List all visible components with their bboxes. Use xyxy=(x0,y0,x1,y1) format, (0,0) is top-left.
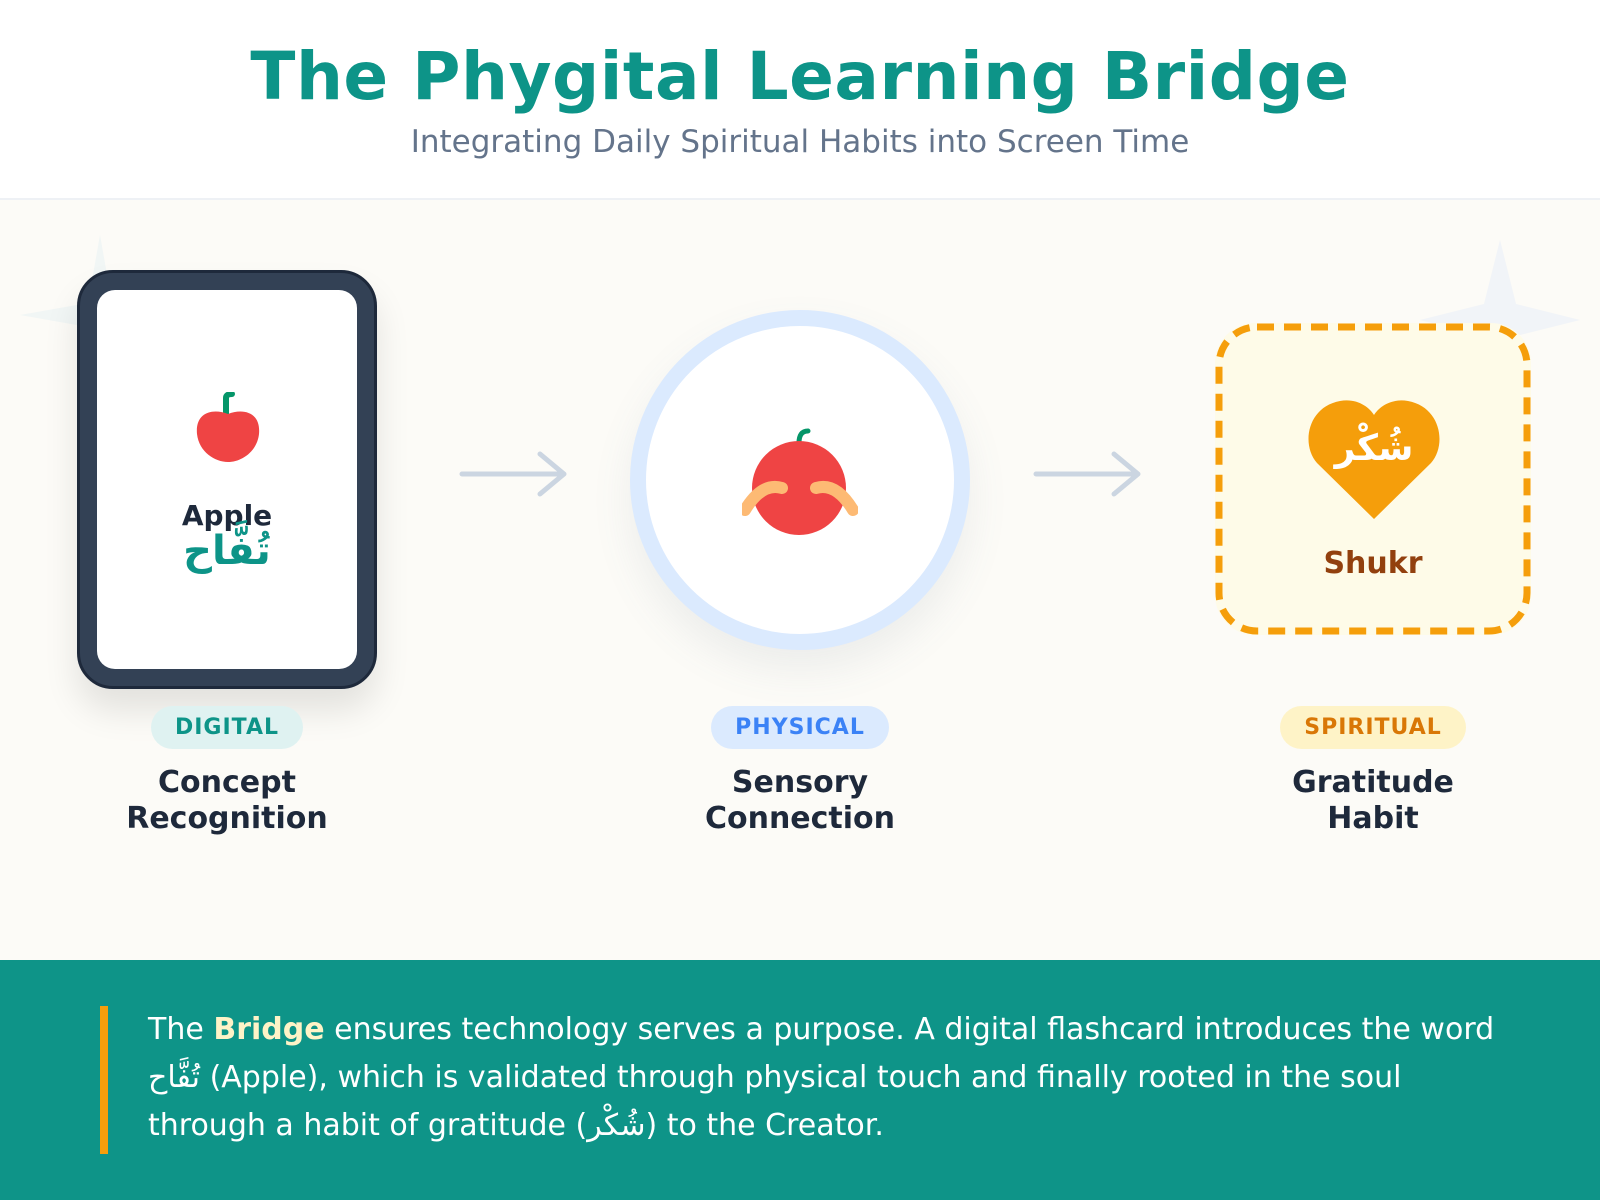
gratitude-card: شُكْر Shukr xyxy=(1215,323,1531,635)
page-subtitle: Integrating Daily Spiritual Habits into … xyxy=(410,124,1190,160)
caption-line: Connection xyxy=(704,801,896,836)
page-title: The Phygital Learning Bridge xyxy=(250,38,1350,115)
arabic-word-shukr: شُكْر xyxy=(587,1108,646,1143)
stage-caption: Sensory Connection xyxy=(640,765,960,837)
stage-label-spiritual: SPIRITUAL Gratitude Habit xyxy=(1213,706,1533,837)
sparkle-star-icon xyxy=(1420,240,1580,400)
stage-label-digital: DIGITAL Concept Recognition xyxy=(67,706,387,837)
bridge-diagram: Apple تُفَّاح شُكْر Shukr DIGITAL xyxy=(0,200,1600,960)
apple-icon xyxy=(196,392,260,462)
digital-badge: DIGITAL xyxy=(150,706,304,749)
heart-icon xyxy=(1308,400,1440,519)
header: The Phygital Learning Bridge Integrating… xyxy=(0,0,1600,200)
caption-line: Concept xyxy=(158,765,296,800)
caption-line: Recognition xyxy=(126,801,328,836)
heart-word-arabic: شُكْر xyxy=(1334,428,1414,469)
dashed-border xyxy=(1215,323,1531,635)
stage-caption: Gratitude Habit xyxy=(1213,765,1533,837)
stage-caption: Concept Recognition xyxy=(67,765,387,837)
tablet-screen: Apple تُفَّاح xyxy=(97,290,357,669)
arrow-right-icon xyxy=(459,451,567,497)
spiritual-badge: SPIRITUAL xyxy=(1280,706,1466,749)
arabic-word-apple: تُفَّاح xyxy=(148,1060,201,1095)
caption-line: Habit xyxy=(1327,801,1419,836)
physical-badge: PHYSICAL xyxy=(711,706,889,749)
flashcard-word-english: Apple xyxy=(181,499,273,532)
tablet-flashcard: Apple تُفَّاح xyxy=(77,270,377,689)
flashcard-word-arabic: تُفَّاح xyxy=(183,528,271,574)
gratitude-word: Shukr xyxy=(1323,546,1423,581)
explanation-text: The Bridge ensures technology serves a p… xyxy=(148,1012,1495,1143)
stage-label-physical: PHYSICAL Sensory Connection xyxy=(640,706,960,837)
caption-line: Sensory xyxy=(731,765,869,800)
footer-explanation: The Bridge ensures technology serves a p… xyxy=(0,960,1600,1200)
arrow-right-icon xyxy=(1033,451,1141,497)
caption-line: Gratitude xyxy=(1292,765,1454,800)
quote-accent-bar xyxy=(100,1006,108,1154)
bridge-highlight: Bridge xyxy=(213,1012,325,1047)
sensory-circle xyxy=(630,310,970,650)
hands-holding-apple-icon xyxy=(742,428,858,535)
